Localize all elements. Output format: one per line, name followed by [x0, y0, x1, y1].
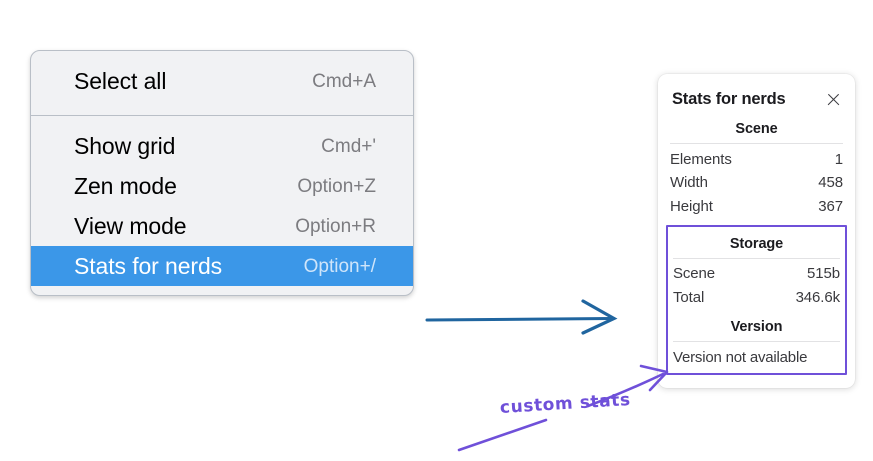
stats-row-width: Width 458	[669, 172, 844, 196]
menu-item-label: Show grid	[74, 132, 176, 159]
menu-item-shortcut: Cmd+A	[312, 70, 376, 92]
menu-item-show-grid[interactable]: Show grid Cmd+'	[31, 126, 413, 166]
menu-item-select-all[interactable]: Select all Cmd+A	[31, 61, 413, 101]
menu-item-shortcut: Cmd+'	[321, 135, 376, 157]
stats-row-value: 1	[834, 150, 843, 168]
menu-item-shortcut: Option+/	[303, 255, 376, 277]
stats-row-value: 346.6k	[795, 288, 841, 306]
menu-item-shortcut: Option+Z	[297, 175, 376, 197]
menu-item-label: Zen mode	[74, 172, 177, 199]
stats-row-storage-scene: Scene 515b	[672, 263, 841, 287]
stats-row-height: Height 367	[669, 195, 844, 219]
blue-arrow	[425, 299, 618, 335]
section-heading-version: Version	[730, 318, 783, 335]
menu-section-selection: Select all Cmd+A	[31, 51, 413, 115]
stats-row-key: Scene	[673, 265, 716, 282]
stats-section-scene: Scene Elements 1 Width 458 Height 367	[658, 112, 855, 219]
stats-row-value: 515b	[807, 265, 840, 282]
annotation-label-custom-stats: custom stats	[499, 390, 632, 418]
menu-item-label: Stats for nerds	[74, 252, 223, 279]
canvas-context-menu[interactable]: Select all Cmd+A Show grid Cmd+' Zen mod…	[30, 50, 414, 296]
section-rule	[670, 143, 843, 144]
stats-version-note: Version not available	[673, 348, 808, 366]
purple-underline-stroke	[457, 418, 548, 452]
stats-row-key: Total	[673, 288, 705, 306]
stats-custom-highlight-box: Storage Scene 515b Total 346.6k Version …	[666, 224, 847, 375]
menu-item-shortcut: Option+R	[295, 215, 376, 237]
stats-row-elements: Elements 1	[669, 148, 844, 172]
menu-item-label: Select all	[74, 67, 167, 94]
stats-panel-title: Stats for nerds	[672, 89, 786, 108]
section-rule	[673, 257, 840, 259]
stats-row-key: Elements	[670, 150, 732, 168]
stats-row-key: Height	[670, 197, 713, 215]
menu-item-label: View mode	[74, 212, 187, 239]
section-heading-storage: Storage	[729, 235, 784, 252]
stats-row-storage-total: Total 346.6k	[672, 286, 841, 310]
menu-section-view: Show grid Cmd+' Zen mode Option+Z View m…	[31, 116, 413, 295]
section-heading-scene: Scene	[735, 121, 778, 137]
close-icon[interactable]	[825, 91, 842, 108]
menu-item-zen-mode[interactable]: Zen mode Option+Z	[31, 166, 413, 206]
menu-item-stats-for-nerds[interactable]: Stats for nerds Option+/	[31, 246, 413, 286]
stats-panel-titlebar: Stats for nerds	[658, 86, 855, 112]
stats-row-value: 458	[818, 174, 843, 191]
section-rule	[673, 340, 840, 342]
stats-row-key: Width	[670, 174, 708, 191]
menu-divider	[31, 115, 413, 116]
stats-row-value: 367	[818, 197, 843, 215]
menu-item-view-mode[interactable]: View mode Option+R	[31, 206, 413, 246]
stats-for-nerds-panel: Stats for nerds Scene Elements 1 Width 4…	[658, 74, 855, 388]
